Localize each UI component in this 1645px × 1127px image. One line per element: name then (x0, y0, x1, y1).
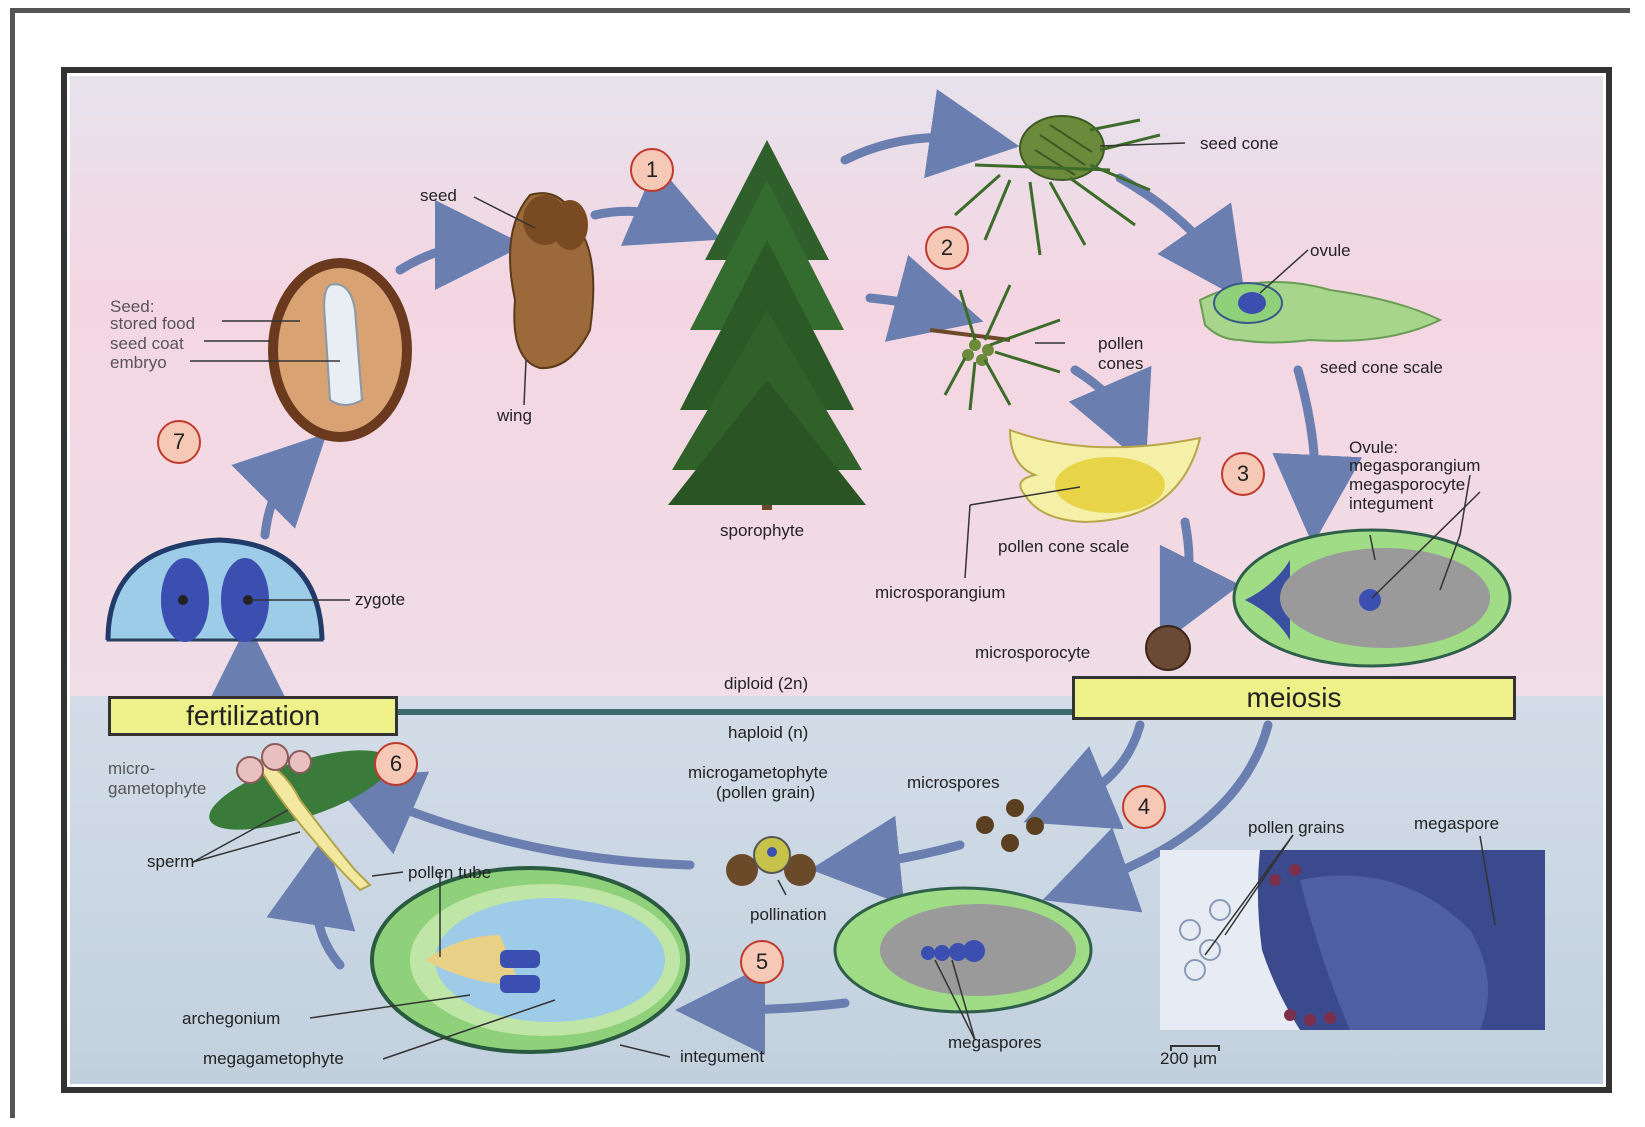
seed-cone-scale-label: seed cone scale (1320, 357, 1443, 378)
megagametophyte-label: megagametophyte (203, 1048, 344, 1069)
pollination-label: pollination (750, 904, 827, 925)
pollen-grain-label-2: (pollen grain) (716, 782, 815, 803)
megasporocyte-label: megasporocyte (1349, 474, 1465, 495)
microsporocyte-label: microsporocyte (975, 642, 1090, 663)
pollen-grains-label: pollen grains (1248, 817, 1344, 838)
megagametophyte-ovule (372, 868, 688, 1052)
zygote-label: zygote (355, 589, 405, 610)
seed-label: seed (420, 185, 457, 206)
megaspores-label: megaspores (948, 1032, 1042, 1053)
megaspore-label: megaspore (1414, 813, 1499, 834)
microsporangium-label: microsporangium (875, 582, 1005, 603)
step-7-marker: 7 (157, 420, 201, 464)
seed-coat-label: seed coat (110, 333, 184, 354)
seed-section (268, 258, 412, 442)
ovule-label: ovule (1310, 240, 1351, 261)
step-4-marker: 4 (1122, 785, 1166, 829)
microsporocyte-cell (1146, 626, 1190, 670)
step-5-marker: 5 (740, 940, 784, 984)
pollen-cones-label-1: pollen (1098, 333, 1143, 354)
sperm-label: sperm (147, 851, 194, 872)
pollen-grain-label-1: microgametophyte (688, 762, 828, 783)
pollen-tube-label: pollen tube (408, 862, 491, 883)
microspores-label: microspores (907, 772, 1000, 793)
wing-label: wing (497, 405, 532, 426)
archegonium-label: archegonium (182, 1008, 280, 1029)
pollen-cone-scale-label: pollen cone scale (998, 536, 1129, 557)
megaspore-ovule (835, 888, 1091, 1012)
step-3-marker: 3 (1221, 452, 1265, 496)
step-1-marker: 1 (630, 148, 674, 192)
scale-label: 200 µm (1160, 1048, 1217, 1069)
megasporangium-label: megasporangium (1349, 455, 1480, 476)
fertilization-bar: fertilization (108, 696, 398, 736)
sporophyte-label: sporophyte (720, 520, 804, 541)
winged-seed (510, 193, 593, 368)
haploid-label: haploid (n) (728, 722, 808, 743)
integument-top-label: integument (1349, 493, 1433, 514)
microgametophyte-label-2: gametophyte (108, 778, 206, 799)
seed-cone-label: seed cone (1200, 133, 1278, 154)
meiosis-bar: meiosis (1072, 676, 1516, 720)
integument-bottom-label: integument (680, 1046, 764, 1067)
step-2-marker: 2 (925, 226, 969, 270)
step-6-marker: 6 (374, 742, 418, 786)
pollen-cones-label-2: cones (1098, 353, 1143, 374)
microgametophyte-label-1: micro- (108, 758, 155, 779)
stored-food-label: stored food (110, 313, 195, 334)
diploid-label: diploid (2n) (724, 673, 808, 694)
embryo-label: embryo (110, 352, 167, 373)
